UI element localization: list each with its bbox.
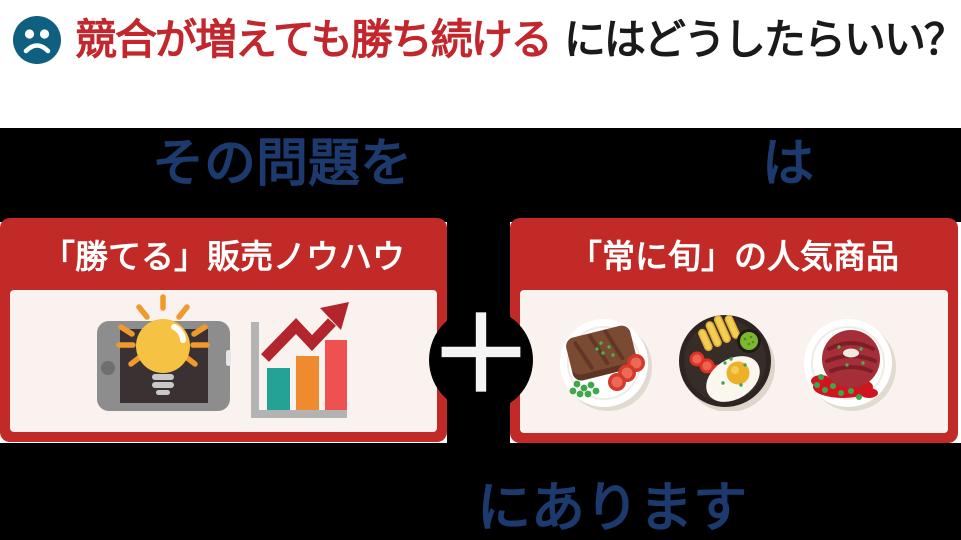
roast-meat-plate-icon [804, 319, 896, 411]
answer-text: にあります [477, 478, 747, 538]
plus-circle: ＋ [429, 304, 533, 412]
products-card-body [520, 290, 948, 433]
knowhow-card-body [10, 290, 437, 432]
knowhow-card: 「勝てる」販売ノウハウ [0, 218, 447, 442]
wa-text: は [762, 135, 815, 193]
products-card-title: 「常に旬」の人気商品 [569, 238, 899, 275]
plus-icon: ＋ [429, 298, 534, 414]
problem-text: その問題を [152, 135, 413, 193]
tablet-lightbulb-icon [97, 294, 231, 411]
headline-text-black: にはどうしたらいい？ [563, 15, 961, 63]
headline: 競合が増えても勝ち続ける にはどうしたらいい？ [12, 8, 961, 72]
growth-bar-chart-icon [251, 302, 349, 418]
knowhow-card-title: 「勝てる」販売ノウハウ [42, 238, 405, 275]
sad-face-icon [13, 16, 61, 64]
headline-text-red: 競合が増えても勝ち続ける [75, 15, 553, 63]
steak-plate-icon [560, 319, 652, 411]
fried-egg-plate-icon [679, 314, 775, 411]
products-card: 「常に旬」の人気商品 [510, 218, 958, 443]
